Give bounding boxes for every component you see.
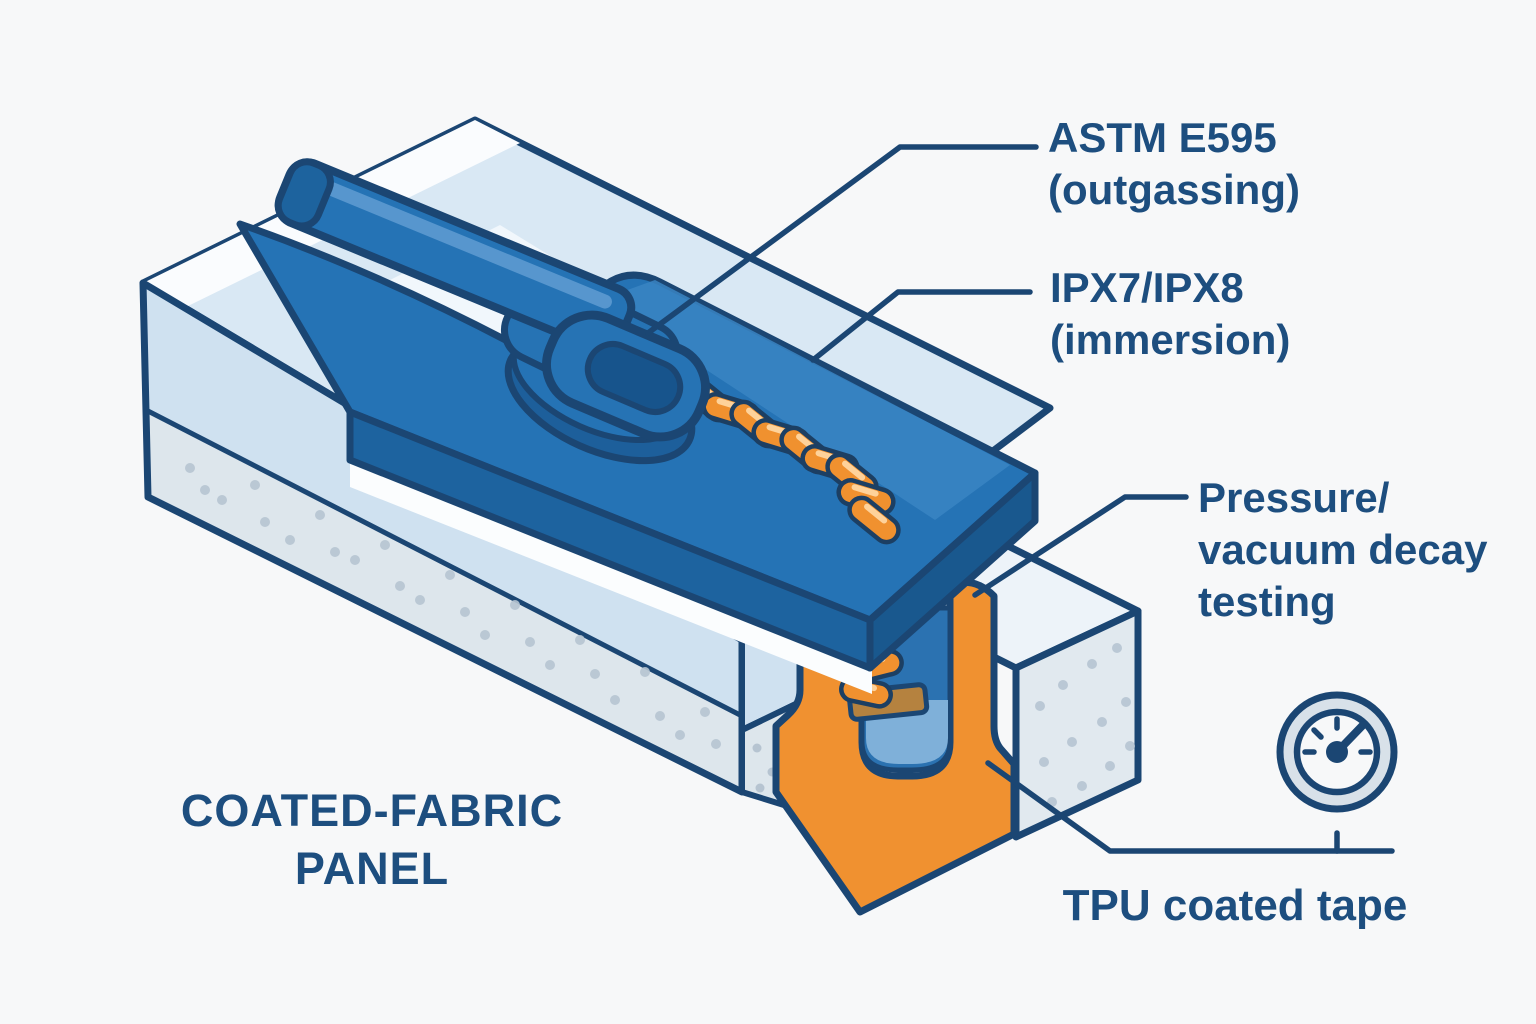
zipper-pull-tab[interactable] — [273, 156, 719, 450]
label-pressure-line1: Pressure/ — [1198, 474, 1390, 521]
pressure-gauge-icon — [1276, 691, 1398, 813]
panel-front-lower-layer — [146, 410, 742, 792]
label-astm-line1: ASTM E595 — [1048, 114, 1277, 161]
stipple-dots — [1035, 643, 1135, 807]
label-tpu: TPU coated tape — [1063, 881, 1408, 930]
label-pressure-line2: vacuum decay — [1198, 526, 1488, 573]
diagram-labels: ASTM E595 (outgassing) IPX7/IPX8 (immers… — [181, 114, 1488, 930]
label-panel-line2: PANEL — [295, 843, 449, 894]
label-pressure-line3: testing — [1198, 578, 1336, 625]
leader-tpu — [985, 760, 1395, 854]
label-astm-line2: (outgassing) — [1048, 166, 1300, 213]
label-panel-line1: COATED-FABRIC — [181, 785, 563, 836]
stipple-dots — [185, 463, 721, 749]
leader-pressure — [972, 494, 1189, 598]
leader-ipx — [810, 289, 1033, 363]
flap-end-face — [866, 469, 1039, 672]
leader-astm — [645, 144, 1039, 336]
label-ipx-line2: (immersion) — [1050, 316, 1290, 363]
label-ipx-line1: IPX7/IPX8 — [1050, 264, 1244, 311]
